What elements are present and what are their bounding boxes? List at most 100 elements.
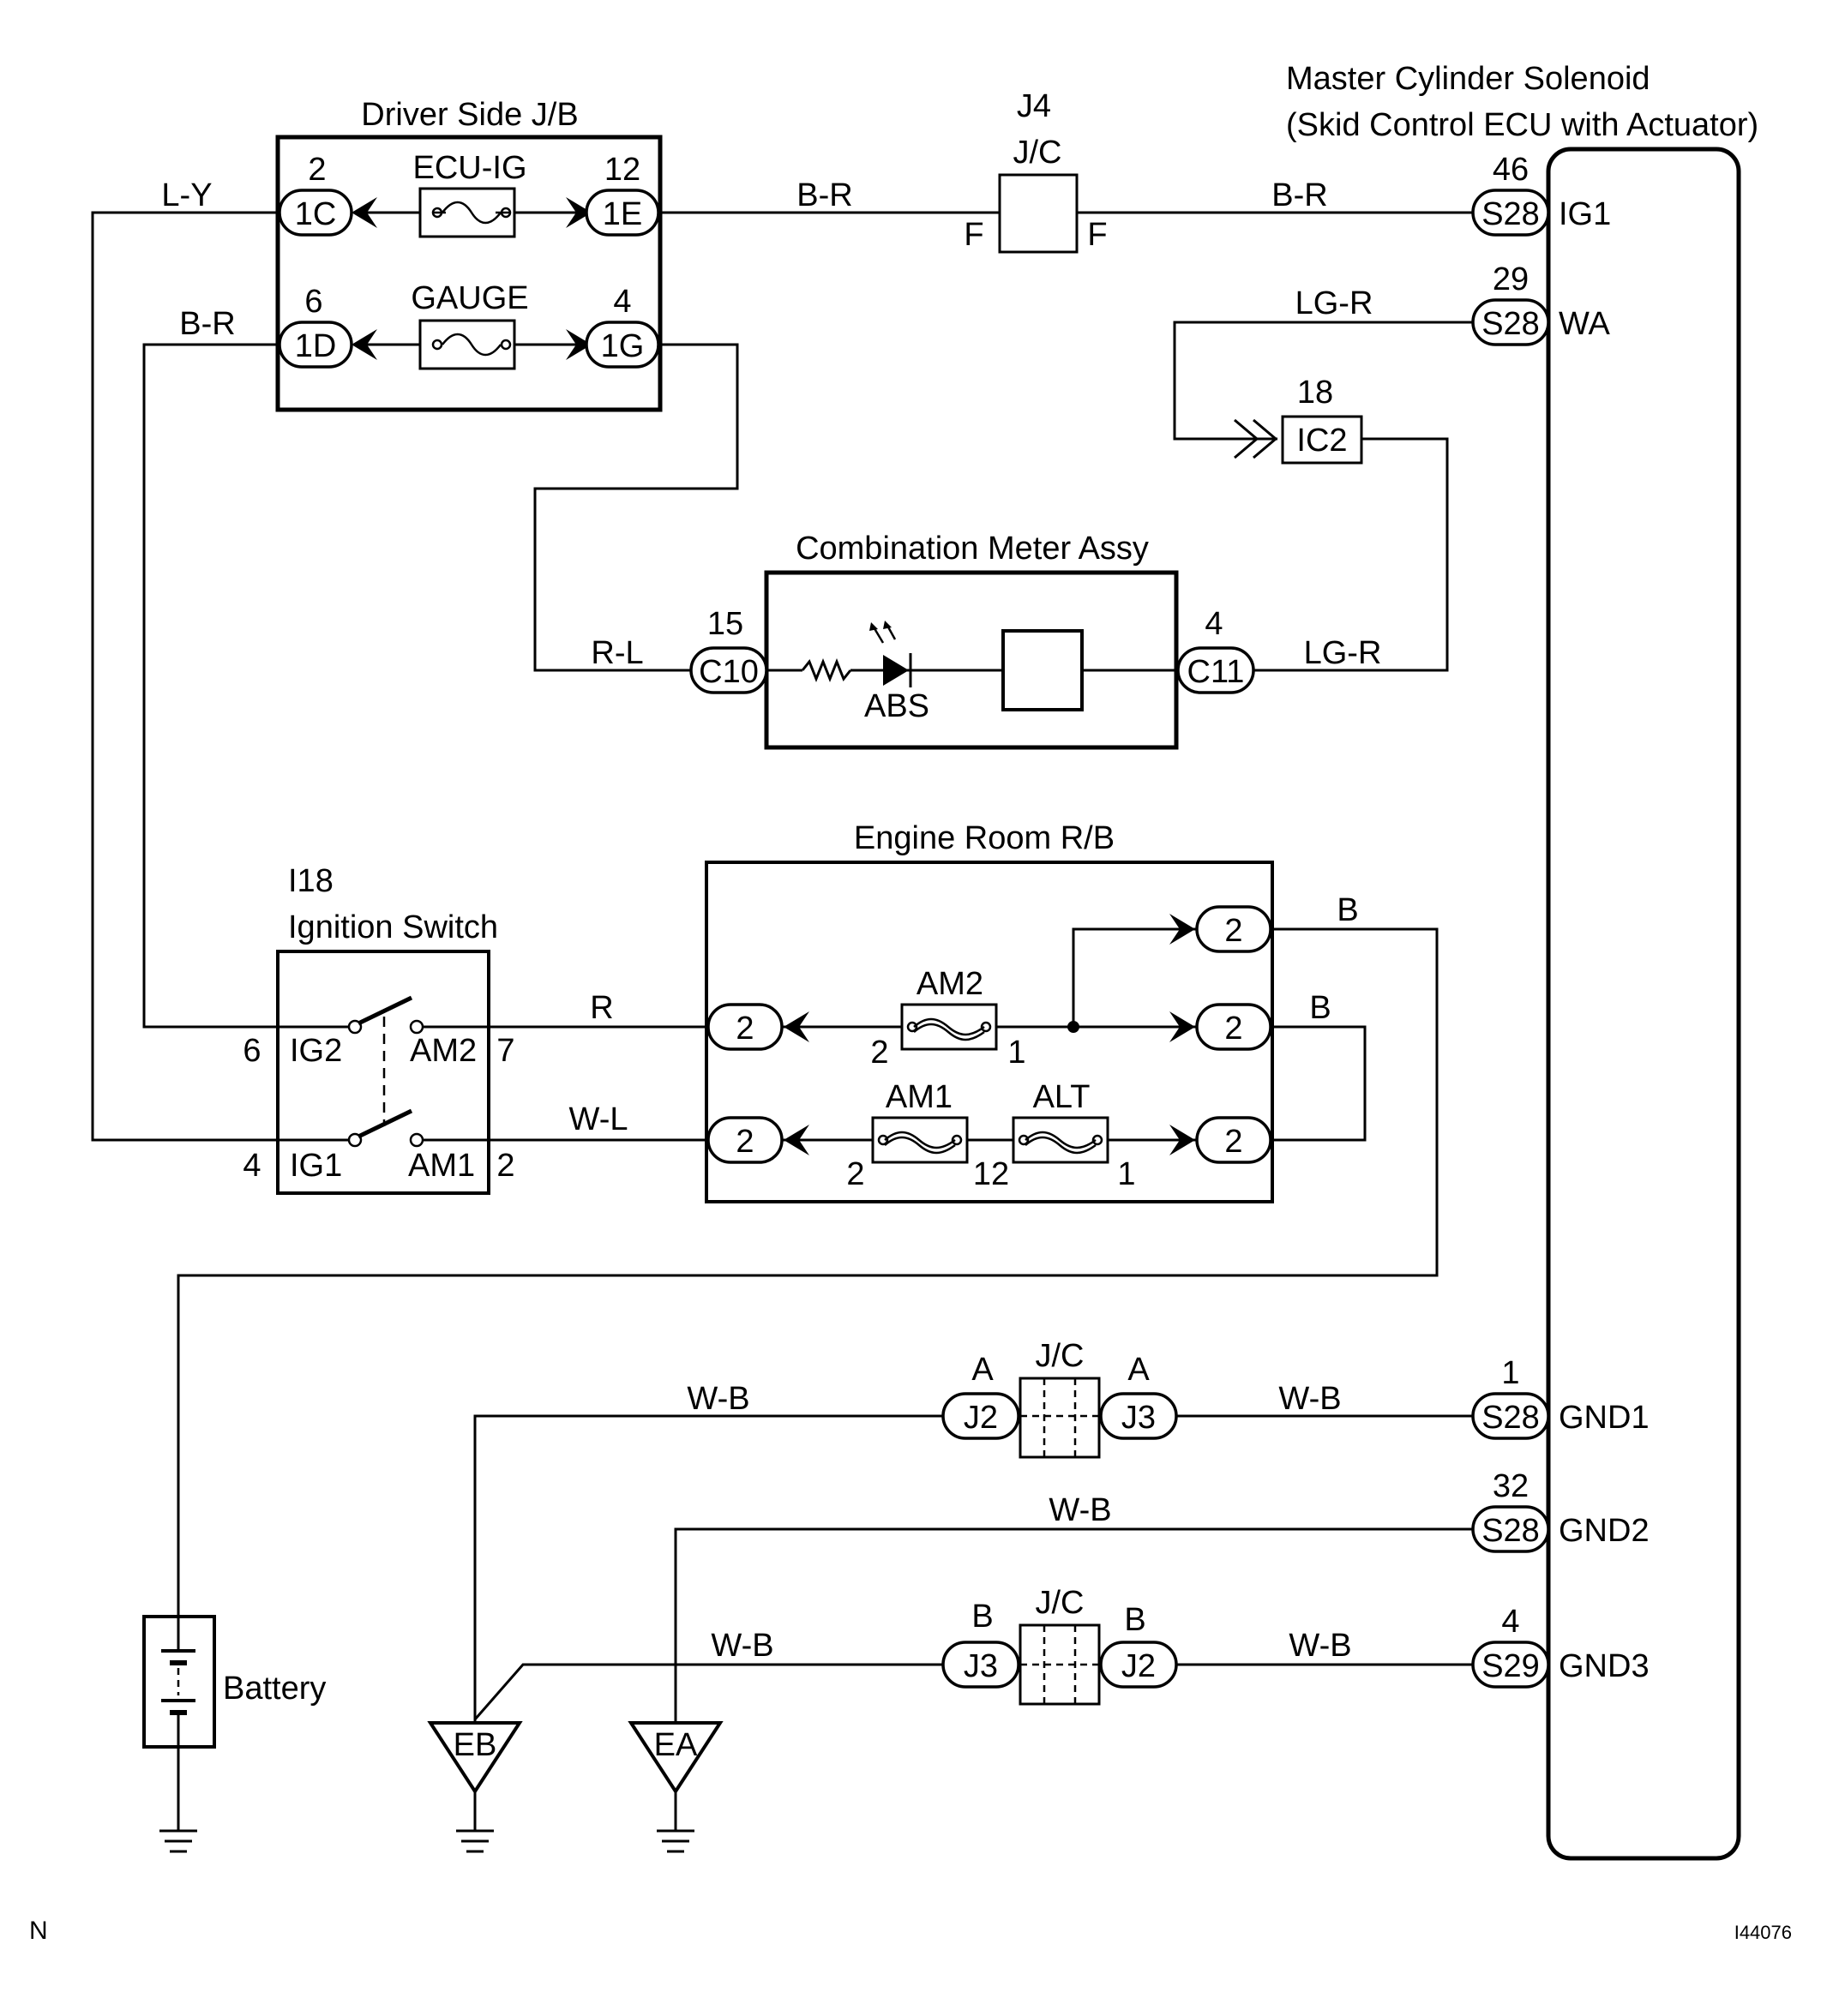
ecu-title-line2: (Skid Control ECU with Actuator)	[1286, 107, 1758, 143]
terminal-ig1: IG1	[1559, 196, 1611, 232]
connector-j2-bot-label: J2	[1121, 1648, 1156, 1684]
rb-connector-right-mid-label: 2	[1224, 1011, 1242, 1047]
arrow-right-icon	[1169, 914, 1195, 945]
chevron-double-icon	[1234, 418, 1278, 459]
connector-c11-label: C11	[1187, 654, 1245, 690]
rb-connector-right-bot-label: 2	[1224, 1124, 1242, 1160]
jc-top-pin-a-right: A	[1127, 1352, 1150, 1388]
connector-1d-label: 1D	[295, 328, 337, 364]
pin-6: 6	[304, 284, 322, 320]
abs-led-icon	[883, 655, 909, 686]
wire-w-b-1	[473, 1414, 943, 1723]
wire-r-label: R	[590, 990, 613, 1026]
combination-meter-title: Combination Meter Assy	[796, 531, 1149, 567]
wire-w-b-3	[674, 1527, 1473, 1723]
pin-1: 1	[1501, 1355, 1519, 1391]
ground-point-ea	[628, 1721, 724, 1795]
arrow-right-icon	[566, 329, 592, 360]
connector-ic2-label: IC2	[1296, 423, 1347, 459]
jc-bot-label: J/C	[1036, 1585, 1085, 1621]
skid-control-ecu-box	[1546, 147, 1741, 1861]
pin-4-meter: 4	[1205, 606, 1223, 642]
arrow-left-icon	[784, 1125, 809, 1155]
connector-j2-top	[941, 1392, 1020, 1440]
wire-w-b-1-label: W-B	[687, 1381, 749, 1417]
connector-j3-bot	[941, 1641, 1020, 1689]
connector-s28-gnd1-label: S28	[1481, 1400, 1540, 1436]
arrow-right-icon	[1169, 1125, 1195, 1155]
connector-1e-label: 1E	[603, 196, 642, 232]
connector-s28-gnd2	[1471, 1505, 1550, 1553]
pin-32: 32	[1493, 1468, 1529, 1504]
connector-c10-label: C10	[699, 654, 759, 690]
connector-j3-top-label: J3	[1121, 1400, 1156, 1436]
arrow-right-icon	[1169, 1011, 1195, 1042]
connector-j3-bot-label: J3	[964, 1648, 998, 1684]
switch-pin-7: 7	[496, 1033, 514, 1069]
battery-label: Battery	[223, 1671, 326, 1707]
alt-pin-1: 1	[1117, 1156, 1135, 1192]
ground-icon	[657, 1829, 694, 1853]
j4-label: J4	[1017, 88, 1051, 124]
pin-12: 12	[604, 152, 640, 188]
am2-fuse-label: AM2	[917, 966, 983, 1002]
pin-18: 18	[1297, 375, 1333, 411]
meter-block	[1001, 629, 1084, 711]
wire-b2-label: B	[1309, 990, 1331, 1026]
wire-lg-r-top	[1173, 321, 1473, 441]
terminal-gnd1: GND1	[1559, 1400, 1650, 1436]
arrow-left-icon	[352, 197, 377, 228]
alt-fuse-label: ALT	[1033, 1079, 1091, 1115]
gauge-fuse	[418, 319, 516, 370]
connector-s28-gnd1	[1471, 1392, 1550, 1440]
ground-eb-label: EB	[454, 1727, 497, 1763]
switch-pin-2: 2	[496, 1148, 514, 1184]
jc-bot-pin-b-left: B	[971, 1599, 993, 1635]
corner-label-left: N	[29, 1917, 48, 1945]
connector-1c-label: 1C	[295, 196, 337, 232]
j4-pin-f-left: F	[964, 217, 983, 253]
wire-lg-r-mid-label: LG-R	[1304, 635, 1382, 671]
ecu-title-line1: Master Cylinder Solenoid	[1286, 61, 1650, 97]
jc-top-box	[1019, 1377, 1101, 1459]
combination-meter-box	[764, 570, 1179, 750]
pin-4: 4	[613, 284, 631, 320]
ground-icon	[456, 1829, 494, 1853]
rb-connector-left-top-label: 2	[736, 1011, 754, 1047]
corner-label-right: I44076	[1734, 1922, 1792, 1943]
engine-room-rb-box	[705, 861, 1274, 1203]
terminal-wa: WA	[1559, 306, 1610, 342]
wire-b-r-top1-label: B-R	[796, 177, 852, 213]
ground-point-eb	[427, 1721, 523, 1795]
switch-am2: AM2	[410, 1033, 477, 1069]
connector-s29-gnd3	[1471, 1641, 1550, 1689]
connector-s29-gnd3-label: S29	[1481, 1648, 1540, 1684]
ignition-switch-box	[276, 950, 490, 1195]
wire-w-b-2-label: W-B	[1278, 1381, 1341, 1417]
ignition-switch-title: Ignition Switch	[288, 909, 498, 945]
jc-bot-pin-b-right: B	[1124, 1602, 1145, 1638]
wire-w-b-5-label: W-B	[1289, 1628, 1351, 1664]
wire-b-to-battery	[177, 927, 1439, 1617]
arrow-right-icon	[566, 197, 592, 228]
pin-29: 29	[1493, 261, 1529, 297]
arrow-left-icon	[352, 329, 377, 360]
wire-l-y-label: L-Y	[161, 177, 212, 213]
pin-15: 15	[707, 606, 743, 642]
am2-pin-1: 1	[1007, 1035, 1025, 1071]
connector-s28-ig1	[1471, 189, 1550, 237]
wire-r-l-label: R-L	[591, 635, 643, 671]
terminal-gnd2: GND2	[1559, 1513, 1650, 1549]
jc-top-pin-a-left: A	[971, 1352, 994, 1388]
j4-pin-f-right: F	[1087, 217, 1107, 253]
connector-j2-top-label: J2	[964, 1400, 998, 1436]
switch-ig1: IG1	[290, 1148, 342, 1184]
terminal-gnd3: GND3	[1559, 1648, 1650, 1684]
ecu-ig-fuse-label: ECU-IG	[413, 150, 527, 186]
wire-ic2-to-c11	[1253, 437, 1449, 672]
connector-s28-wa-label: S28	[1481, 306, 1540, 342]
pin-4-gnd3: 4	[1501, 1604, 1519, 1640]
wire-w-b-3-label: W-B	[1049, 1492, 1111, 1528]
pin-2: 2	[308, 152, 326, 188]
wire-b-r-top2-label: B-R	[1271, 177, 1327, 213]
